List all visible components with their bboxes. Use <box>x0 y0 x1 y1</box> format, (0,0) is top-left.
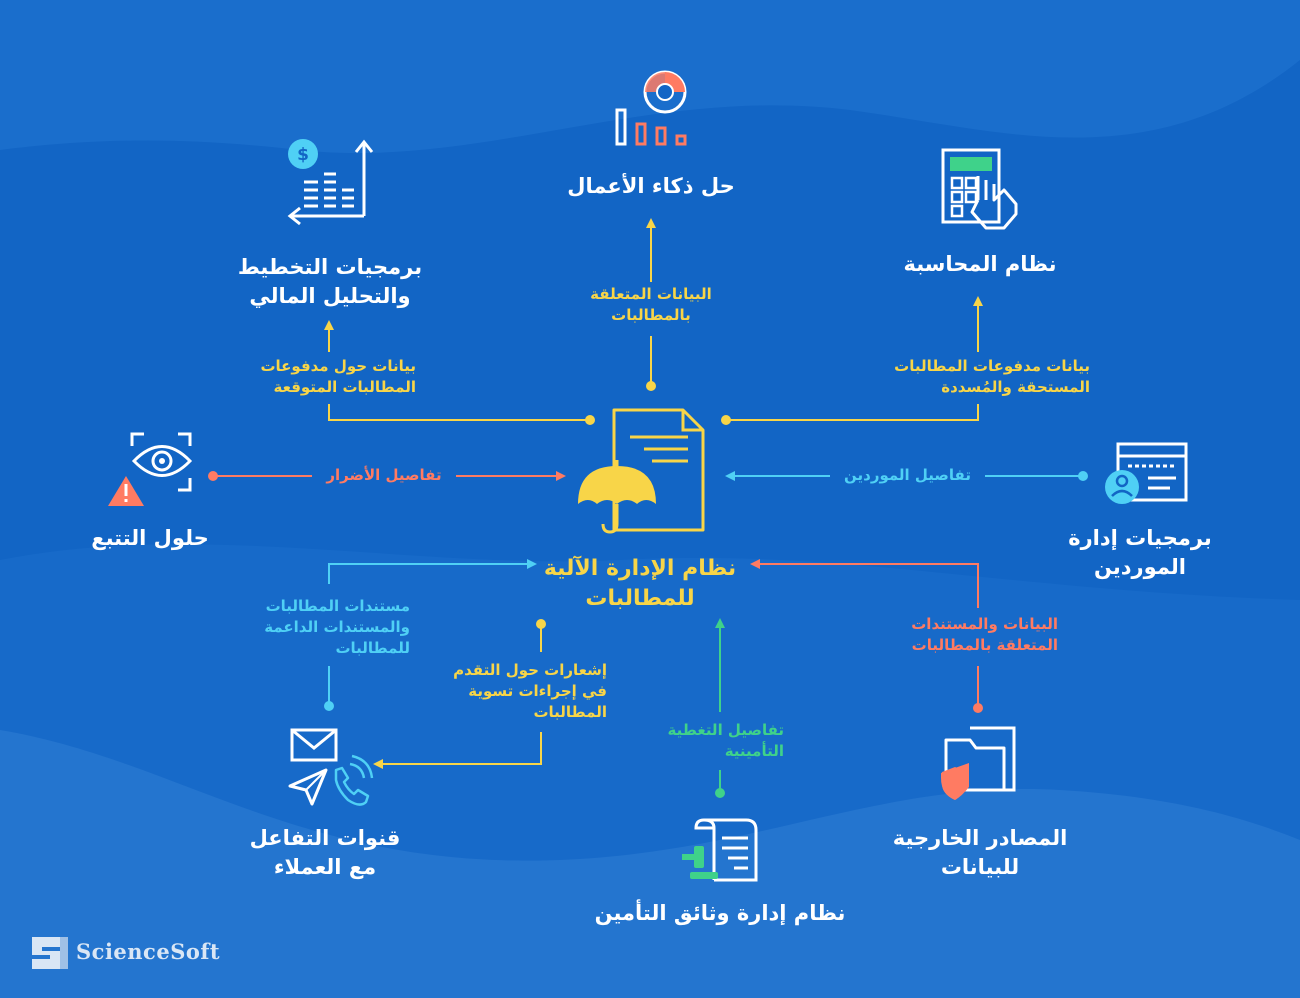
edge-claims-data-bi <box>646 218 656 391</box>
policy-document-gavel-icon <box>682 818 758 882</box>
calculator-hand-icon <box>941 148 1018 230</box>
edge-label-vendor-details: تفاصيل الموردين <box>844 466 971 484</box>
edge-label-claims-data: البيانات المتعلقة بالمطالبات <box>590 285 712 324</box>
edge-vendor-details <box>725 471 1088 481</box>
node-financial-label: برمجيات التخطيط والتحليل المالي <box>237 255 423 308</box>
mail-send-phone-icon <box>288 728 374 806</box>
svg-text:$: $ <box>297 145 309 165</box>
dollar-growth-chart-icon: $ <box>287 139 374 226</box>
node-tracking-label: حلول التتبع <box>91 526 209 550</box>
edge-claim-documents <box>324 559 537 711</box>
vendor-screen-icon <box>1105 442 1188 504</box>
node-vendor-label: برمجيات إدارة الموردين <box>1068 526 1212 579</box>
claim-document-umbrella-icon <box>578 408 705 534</box>
sciencesoft-logo: ScienceSoft <box>30 933 240 975</box>
edge-label-coverage-details: تفاصيل التغطية التأمينية <box>667 721 784 760</box>
center-node-label: نظام الإدارة الآلية للمطالبات <box>543 556 737 611</box>
sciencesoft-logo-icon <box>32 937 68 969</box>
edge-progress-notifications <box>373 619 546 769</box>
edge-due-paid-payments <box>721 296 983 425</box>
folders-shield-icon <box>941 726 1016 800</box>
node-accounting-label: نظام المحاسبة <box>903 252 1057 276</box>
eye-warning-icon <box>108 432 193 506</box>
pie-bar-chart-icon <box>615 70 687 146</box>
node-policy-label: نظام إدارة وثائق التأمين <box>594 901 846 925</box>
edge-external-data <box>750 559 983 713</box>
edge-label-progress-notifications: إشعارات حول التقدم في إجراءات تسوية المط… <box>453 661 607 721</box>
edge-expected-payments <box>324 320 595 425</box>
node-channels-label: قنوات التفاعل مع العملاء <box>249 826 401 879</box>
edge-damage-details <box>208 471 566 481</box>
logo-text: ScienceSoft <box>76 939 221 964</box>
edge-label-due-paid-payments: بيانات مدفوعات المطالبات المستحقة والمُس… <box>894 357 1090 396</box>
edge-label-claim-documents: مستندات المطالبات والمستندات الداعمة للم… <box>264 597 410 657</box>
edge-label-expected-payments: بيانات حول مدفوعات المطالبات المتوقعة <box>260 357 416 396</box>
node-external-label: المصادر الخارجية للبيانات <box>892 826 1068 879</box>
node-bi-label: حل ذكاء الأعمال <box>567 174 735 198</box>
edge-label-external-data: البيانات والمستندات المتعلقة بالمطالبات <box>911 615 1058 654</box>
edge-coverage-details <box>715 618 725 798</box>
edge-label-damage-details: تفاصيل الأضرار <box>326 466 442 484</box>
